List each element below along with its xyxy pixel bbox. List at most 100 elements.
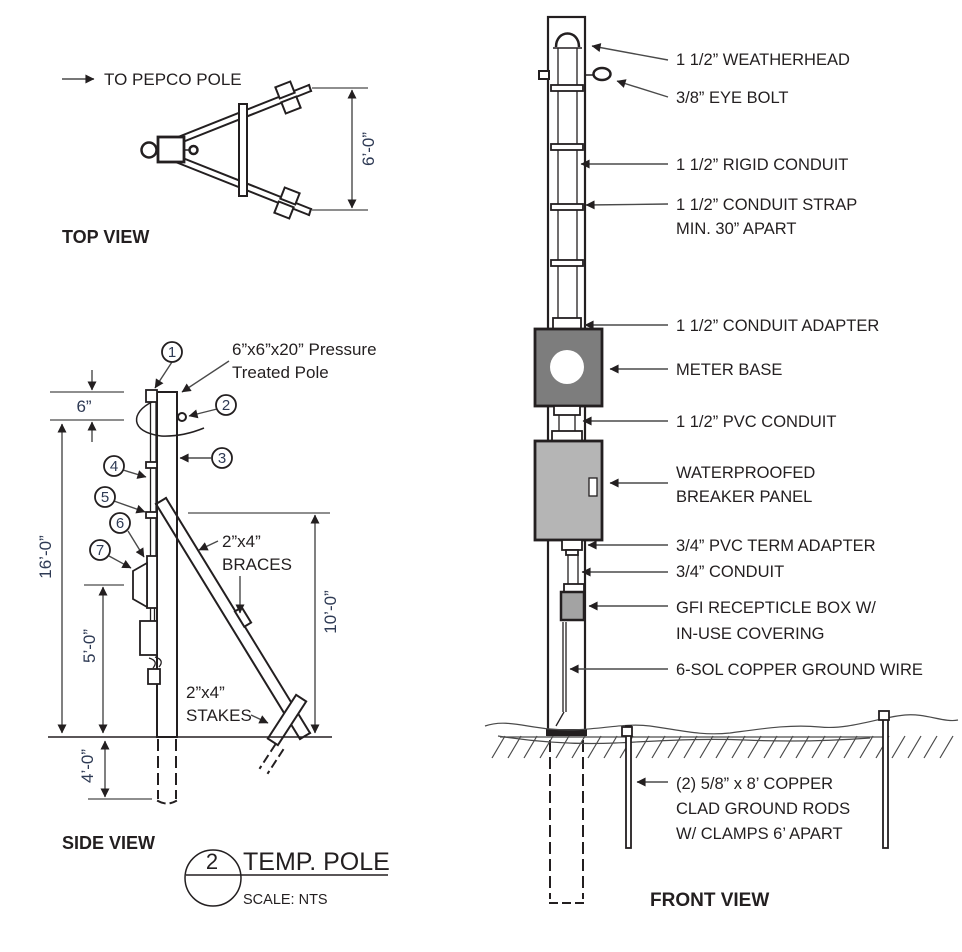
eye-bolt: [538, 66, 612, 82]
dim-frame-width: 6’-0”: [312, 87, 378, 211]
label-conduit-strap-2: MIN. 30” APART: [676, 220, 796, 238]
callout-5: 5: [101, 489, 109, 506]
dim-brace-height-text: 10’-0”: [321, 590, 340, 634]
label-conduit-strap-1: 1 1/2” CONDUIT STRAP: [676, 196, 857, 214]
callout-7: 7: [96, 542, 104, 559]
callout-6: 6: [116, 515, 124, 532]
callout-1: 1: [168, 344, 176, 361]
label-rigid-conduit: 1 1/2” RIGID CONDUIT: [676, 156, 848, 174]
pole-note-line1: 6”x6”x20” Pressure: [232, 340, 377, 359]
drawing-title: TEMP. POLE: [243, 848, 390, 876]
buried-pole-front: [549, 740, 584, 904]
dim-frame-width-text: 6’-0”: [359, 132, 378, 166]
dim-top-offset: 6”: [50, 370, 124, 442]
stakes-leader: [250, 714, 269, 724]
front-view-title: FRONT VIEW: [650, 890, 769, 911]
braces-note-line2: BRACES: [222, 555, 292, 574]
brace-assembly: [154, 496, 312, 775]
guy-wire: [135, 401, 205, 437]
ground-terrain: [484, 714, 959, 759]
crossbar: [238, 103, 248, 197]
conduit-strap-3: [550, 203, 584, 211]
label-meter-base: METER BASE: [676, 361, 782, 379]
dim-buried-depth-text: 4’-0”: [78, 749, 97, 783]
label-ground-rods-3: W/ CLAMPS 6’ APART: [676, 825, 843, 843]
dim-top-offset-text: 6”: [76, 397, 91, 416]
label-ground-rods-2: CLAD GROUND RODS: [676, 800, 850, 818]
side-view: 6” 16’-0” 10’-0” 5’-0” 4’-0” 1: [36, 340, 377, 853]
pole-side: [156, 391, 178, 738]
gfi-box: [559, 590, 586, 622]
breaker-panel-side: [139, 620, 158, 656]
eye-bolt-icon: [592, 66, 612, 82]
label-conduit-34: 3/4” CONDUIT: [676, 563, 784, 581]
callout-4: 4: [110, 458, 118, 475]
ground-hatch: [491, 735, 954, 759]
breaker-panel-box: [533, 439, 604, 542]
label-breaker-1: WATERPROOFED: [676, 464, 815, 482]
dim-pole-height-text: 16’-0”: [36, 535, 55, 579]
gfi-side: [147, 668, 161, 685]
side-conduit: [145, 389, 158, 557]
label-breaker-2: BREAKER PANEL: [676, 488, 812, 506]
meter-side: [132, 561, 148, 609]
front-view: 1 1/2” WEATHERHEAD 3/8” EYE BOLT 1 1/2” …: [484, 15, 959, 911]
weatherhead-side: [145, 389, 158, 403]
callout-3: 3: [218, 450, 226, 467]
label-ground-wire: 6-SOL COPPER GROUND WIRE: [676, 661, 923, 679]
braces-leader: [198, 540, 219, 551]
label-conduit-adapter: 1 1/2” CONDUIT ADAPTER: [676, 317, 879, 335]
label-eye-bolt: 3/8” EYE BOLT: [676, 89, 789, 107]
label-term-adapter: 3/4” PVC TERM ADAPTER: [676, 537, 876, 555]
side-equipment: [132, 555, 162, 685]
gfi-branch: [559, 539, 586, 622]
front-leaders: [569, 43, 669, 787]
pole-note-leader: [181, 360, 230, 393]
term-adapter: [561, 539, 583, 551]
detail-bubble: [184, 849, 242, 907]
label-gfi-2: IN-USE COVERING: [676, 625, 825, 643]
dim-meter-height: 5’-0”: [80, 584, 124, 734]
side-view-title: SIDE VIEW: [62, 833, 155, 853]
stakes-note-line2: STAKES: [186, 706, 252, 725]
meter-base-box: [533, 327, 604, 408]
hitch-ring-icon: [140, 141, 158, 159]
top-view: TO PEPCO POLE: [62, 70, 378, 247]
braces-note-line1: 2”x4”: [222, 532, 261, 551]
weatherhead-icon: [554, 32, 581, 48]
title-block: 2 TEMP. POLE SCALE: NTS: [184, 848, 390, 908]
ground-wire: [555, 622, 567, 727]
scale-label: SCALE: NTS: [243, 892, 328, 908]
brace-tab: [233, 605, 253, 629]
detail-number: 2: [206, 849, 218, 874]
mounting-plate-side: [146, 555, 158, 609]
conduit-strap-1: [550, 84, 584, 92]
to-pepco-label: TO PEPCO POLE: [104, 70, 242, 89]
dim-brace-height: 10’-0”: [188, 512, 340, 734]
stakes-note-line1: 2”x4”: [186, 683, 225, 702]
panel-latch-icon: [588, 477, 598, 497]
dim-buried-depth: 4’-0”: [78, 740, 152, 800]
callout-2: 2: [222, 397, 230, 414]
buried-pole-side: [156, 739, 178, 805]
dim-pole-height: 16’-0”: [36, 423, 67, 734]
meter-dial-icon: [550, 350, 584, 384]
conduit-strap-2: [550, 143, 584, 151]
label-weatherhead: 1 1/2” WEATHERHEAD: [676, 51, 850, 69]
dim-meter-height-text: 5’-0”: [80, 629, 99, 663]
label-pvc-conduit: 1 1/2” PVC CONDUIT: [676, 413, 836, 431]
conduit-strap-4: [550, 259, 584, 267]
pole-base-bar: [546, 729, 587, 736]
riser-conduit: [550, 32, 584, 318]
hitch: [140, 135, 199, 164]
trailer-frame: [140, 80, 313, 220]
eye-bolt-side-icon: [177, 412, 187, 422]
pole-note-line2: Treated Pole: [232, 363, 329, 382]
ground-rod-left: [621, 725, 633, 849]
front-labels: 1 1/2” WEATHERHEAD 3/8” EYE BOLT 1 1/2” …: [676, 51, 923, 843]
stake: [266, 693, 308, 747]
label-ground-rods-1: (2) 5/8” x 8’ COPPER: [676, 775, 833, 793]
top-view-title: TOP VIEW: [62, 227, 149, 247]
